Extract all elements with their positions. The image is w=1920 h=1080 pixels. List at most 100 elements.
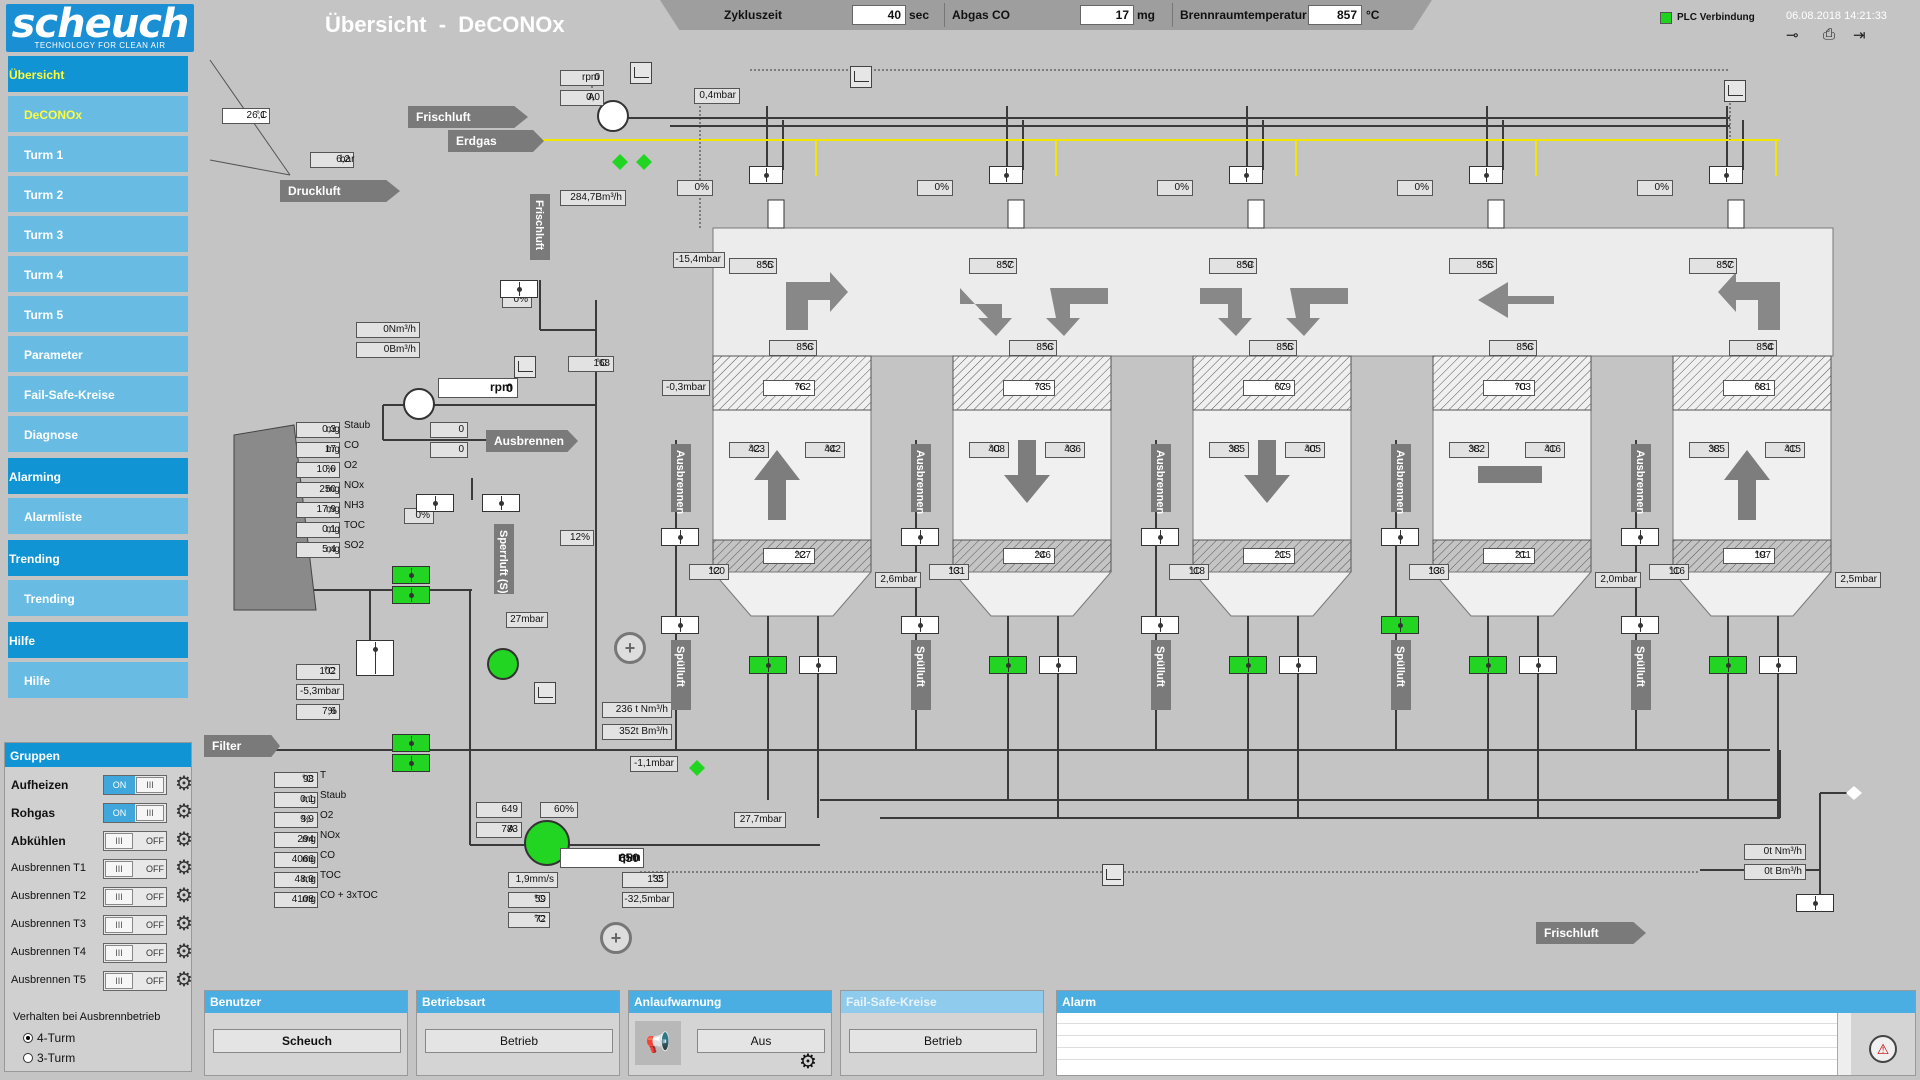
tower-ausbrennen-damper[interactable]: [1141, 528, 1179, 546]
tower-air-damper[interactable]: [1229, 166, 1263, 184]
tower-raw-gas-damper[interactable]: [749, 656, 787, 674]
tower-spuelluft-damper[interactable]: [1621, 616, 1659, 634]
tower-spuelluft-damper[interactable]: [901, 616, 939, 634]
nav-item-trending[interactable]: Trending: [8, 580, 188, 618]
nav-item-turm-1[interactable]: Turm 1: [8, 136, 188, 174]
radio-3-turm[interactable]: 3-Turm: [23, 1051, 75, 1065]
tower-clean-gas-damper[interactable]: [799, 656, 837, 674]
tower-right-mid-temp: 442: [805, 442, 845, 458]
nav-item-turm-3[interactable]: Turm 3: [8, 216, 188, 254]
tower-ausbrennen-damper[interactable]: [1381, 528, 1419, 546]
frischluft-damper[interactable]: [500, 280, 538, 298]
trend-icon[interactable]: [1724, 80, 1746, 102]
trend-icon[interactable]: [534, 682, 556, 704]
radio-4-turm[interactable]: 4-Turm: [23, 1031, 75, 1045]
tower-spuelluft-damper[interactable]: [1141, 616, 1179, 634]
zoom-icon[interactable]: +: [614, 632, 646, 664]
ausbrennen-damper-a[interactable]: [416, 494, 454, 512]
temp-unit: °C: [1229, 444, 1241, 455]
nav-item-fail-safe-kreise[interactable]: Fail-Safe-Kreise: [8, 376, 188, 414]
alarm-scrollbar[interactable]: [1837, 1013, 1851, 1075]
gear-icon[interactable]: ⚙: [799, 1051, 817, 1073]
tower-clean-gas-damper[interactable]: [1039, 656, 1077, 674]
tower-ausbrennen-damper[interactable]: [1621, 528, 1659, 546]
alarm-table[interactable]: [1057, 1013, 1837, 1075]
stack-nh3-value: 17,9: [296, 502, 340, 518]
gear-icon[interactable]: ⚙: [175, 913, 193, 935]
nav-item-hilfe[interactable]: Hilfe: [8, 622, 188, 660]
tower-spuelluft-label: Spülluft: [1634, 646, 1646, 687]
betriebsart-button[interactable]: Betrieb: [425, 1029, 613, 1053]
temp-unit: °C: [534, 914, 546, 925]
tower-spuelluft-damper[interactable]: [661, 616, 699, 634]
tower-air-damper[interactable]: [1709, 166, 1743, 184]
tower-ausbrennen-damper[interactable]: [661, 528, 699, 546]
tower-arrow-down: [1004, 440, 1050, 503]
nav-item-turm-4[interactable]: Turm 4: [8, 256, 188, 294]
tower-raw-gas-damper[interactable]: [1229, 656, 1267, 674]
tower-air-damper[interactable]: [1469, 166, 1503, 184]
temp-unit: °C: [1305, 444, 1317, 455]
print-icon[interactable]: ⎙: [1823, 26, 1836, 43]
gear-icon[interactable]: ⚙: [175, 885, 193, 907]
gear-icon[interactable]: ⚙: [175, 773, 193, 795]
trend-icon[interactable]: [850, 66, 872, 88]
temp-unit: °C: [1483, 260, 1495, 271]
nav-item-alarmliste[interactable]: Alarmliste: [8, 498, 188, 536]
raw-gas-bypass-damper[interactable]: [392, 566, 430, 584]
nav-item-alarming[interactable]: Alarming: [8, 458, 188, 496]
failsafe-button[interactable]: Betrieb: [849, 1029, 1037, 1053]
zoom-icon[interactable]: +: [600, 922, 632, 954]
tower-raw-gas-damper[interactable]: [1469, 656, 1507, 674]
tower-spuelluft-arrow: Spülluft: [671, 640, 691, 710]
anlaufwarnung-button[interactable]: Aus: [697, 1029, 825, 1053]
tower-raw-gas-damper[interactable]: [989, 656, 1027, 674]
key-icon[interactable]: ⊸: [1786, 27, 1799, 44]
raw-gas-bypass-damper[interactable]: [392, 586, 430, 604]
toggle-on-text: ON: [104, 776, 135, 794]
tower-clean-gas-damper[interactable]: [1759, 656, 1797, 674]
alarm-acknowledge-icon[interactable]: ⚠: [1869, 1035, 1897, 1063]
gear-icon[interactable]: ⚙: [175, 801, 193, 823]
logout-icon[interactable]: ⇥: [1853, 27, 1866, 44]
nav-item-turm-5[interactable]: Turm 5: [8, 296, 188, 334]
tower-raw-gas-damper[interactable]: [1709, 656, 1747, 674]
nav-item-diagnose[interactable]: Diagnose: [8, 416, 188, 454]
nav-item-parameter[interactable]: Parameter: [8, 336, 188, 374]
tower-air-damper[interactable]: [989, 166, 1023, 184]
tower-spuelluft-damper-state[interactable]: [1381, 616, 1419, 634]
tower-air-damper[interactable]: [749, 166, 783, 184]
trend-icon[interactable]: [1102, 864, 1124, 886]
gear-icon[interactable]: ⚙: [175, 969, 193, 991]
trend-icon[interactable]: [630, 62, 652, 84]
nav-item-deconox[interactable]: DeCONOx: [8, 96, 188, 134]
nav-item-turm-2[interactable]: Turm 2: [8, 176, 188, 214]
stack-damper[interactable]: [356, 640, 394, 676]
gear-icon[interactable]: ⚙: [175, 829, 193, 851]
tower-clean-gas-damper[interactable]: [1519, 656, 1557, 674]
filter-damper[interactable]: [392, 754, 430, 772]
nav-item-hilfe[interactable]: Hilfe: [8, 662, 188, 700]
filter-damper[interactable]: [392, 734, 430, 752]
trend-icon[interactable]: [514, 356, 536, 378]
gear-icon[interactable]: ⚙: [175, 941, 193, 963]
nav-item-trending[interactable]: Trending: [8, 540, 188, 578]
ausbrennen-damper-b[interactable]: [482, 494, 520, 512]
nav-item--bersicht[interactable]: Übersicht: [8, 56, 188, 94]
frischluft-outlet-damper[interactable]: [1796, 894, 1834, 912]
logo-slogan: TECHNOLOGY FOR CLEAN AIR: [34, 41, 166, 50]
anlaufwarnung-title: Anlaufwarnung: [629, 991, 831, 1013]
benutzer-button[interactable]: Scheuch: [213, 1029, 401, 1053]
filter-flow-nm3-value: 236 t Nm³/h: [602, 702, 672, 718]
tower-clean-gas-damper[interactable]: [1279, 656, 1317, 674]
gear-icon[interactable]: ⚙: [175, 857, 193, 879]
tower-ausbrennen-damper[interactable]: [901, 528, 939, 546]
